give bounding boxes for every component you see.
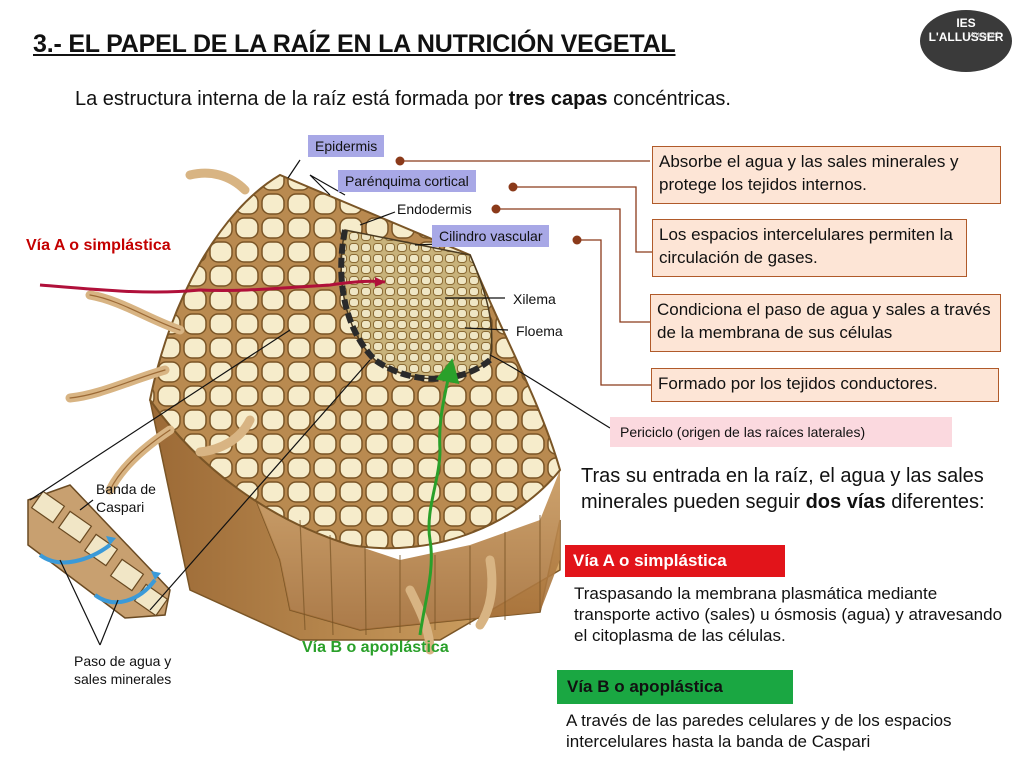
desc-epidermis: Absorbe el agua y las sales minerales y … xyxy=(652,146,1001,204)
pathways-intro-before: Tras su entrada en la raíz, el agua y la… xyxy=(581,465,984,513)
via-a-title: Vía A o simplástica xyxy=(565,545,785,577)
pathways-intro-after: diferentes: xyxy=(885,491,985,513)
label-endodermis: Endodermis xyxy=(397,201,472,217)
label-xilema: Xilema xyxy=(513,291,556,307)
intro-after: concéntricas. xyxy=(607,88,731,110)
pathways-intro: Tras su entrada en la raíz, el agua y la… xyxy=(581,463,1001,515)
label-floema: Floema xyxy=(516,323,563,339)
pathways-intro-bold: dos vías xyxy=(805,491,886,513)
label-cilindro: Cilindro vascular xyxy=(432,225,550,247)
logo-subtext: Mutxamel xyxy=(967,32,998,39)
via-b-path xyxy=(418,358,460,636)
via-a-desc: Traspasando la membrana plasmática media… xyxy=(574,584,1003,645)
label-epidermis: Epidermis xyxy=(308,135,385,157)
via-b-title: Vía B o apoplástica xyxy=(557,670,793,704)
intro-bold: tres capas xyxy=(508,88,608,110)
label-parenquima: Parénquima cortical xyxy=(338,170,476,192)
banda-line2: Caspari xyxy=(96,499,145,515)
via-b-desc: A través de las paredes celulares y de l… xyxy=(566,711,952,751)
school-logo: IES L'ALLUSSER Mutxamel xyxy=(920,10,1012,72)
banda-line1: Banda de xyxy=(96,481,156,497)
desc-endodermis: Condiciona el paso de agua y sales a tra… xyxy=(650,294,1001,352)
label-banda-caspari: Banda de Caspari xyxy=(96,480,156,516)
label-via-a-diagram: Vía A o simplástica xyxy=(26,237,171,254)
logo-text: IES L'ALLUSSER xyxy=(928,16,1004,44)
intro-before: La estructura interna de la raíz está fo… xyxy=(75,88,509,110)
desc-parenquima: Los espacios intercelulares permiten la … xyxy=(652,219,967,277)
caspari-inset xyxy=(27,329,371,646)
label-periciclo: Periciclo (origen de las raíces laterale… xyxy=(610,417,952,447)
page-title: 3.- EL PAPEL DE LA RAÍZ EN LA NUTRICIÓN … xyxy=(33,30,676,58)
label-paso-agua: Paso de agua y sales minerales xyxy=(74,652,171,688)
paso-line2: sales minerales xyxy=(74,671,172,687)
paso-line1: Paso de agua y xyxy=(74,653,172,669)
via-a-path xyxy=(39,279,386,294)
intro-text: La estructura interna de la raíz está fo… xyxy=(75,88,731,111)
label-via-b-diagram: Vía B o apoplástica xyxy=(302,639,449,656)
desc-cilindro: Formado por los tejidos conductores. xyxy=(651,368,999,402)
root-section-illustration xyxy=(65,168,562,655)
